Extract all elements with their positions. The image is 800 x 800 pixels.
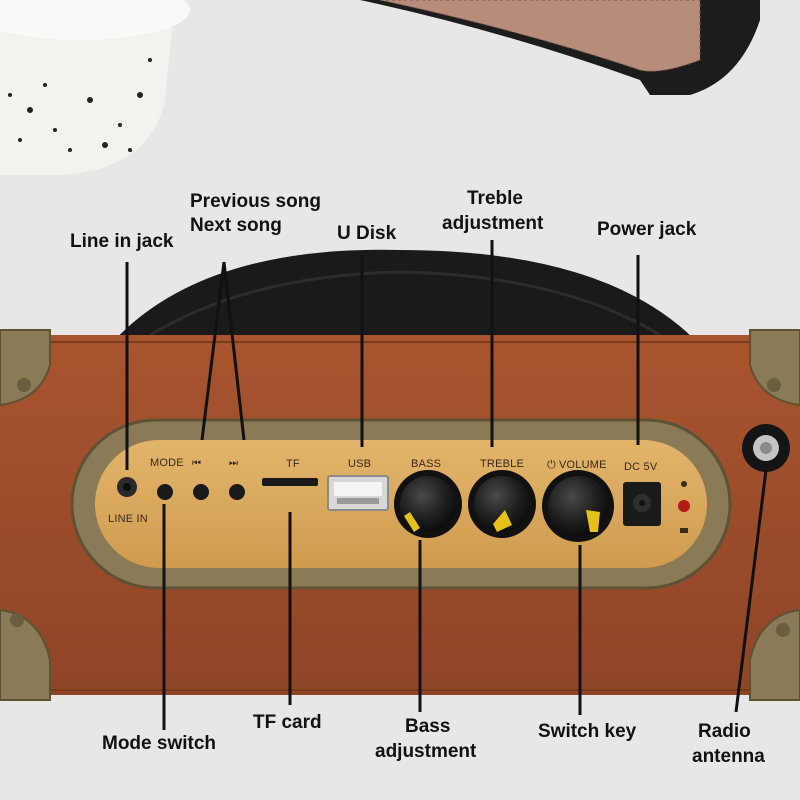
callout-u-disk: U Disk (337, 223, 397, 244)
callout-tf-card: TF card (253, 712, 322, 733)
callout-radio-line2: antenna (692, 746, 765, 767)
power-icon: ⏻ (547, 458, 556, 471)
dc-label: DC 5V (624, 461, 658, 473)
handle-strap (110, 249, 700, 345)
tf-card-slot (262, 478, 318, 486)
callout-switch-key: Switch key (538, 721, 637, 742)
volume-label: VOLUME (559, 459, 607, 471)
callout-mode-switch: Mode switch (102, 733, 217, 754)
bass-knob (394, 470, 462, 538)
previous-song-symbol: ⏮ (192, 458, 201, 469)
brass-corners (0, 329, 800, 701)
previous-button (193, 484, 209, 500)
pointer-lines (125, 240, 768, 730)
mug (0, 0, 190, 175)
mode-label: MODE (150, 457, 184, 469)
callout-radio-line1: Radio (698, 721, 751, 742)
callout-bass-line2: adjustment (375, 741, 477, 762)
usb-label: USB (348, 458, 372, 470)
callout-power-jack: Power jack (597, 219, 697, 240)
tf-label: TF (286, 458, 300, 470)
volume-knob (542, 470, 614, 542)
callout-treble-line1: Treble (467, 188, 523, 209)
bass-label: BASS (411, 458, 442, 470)
callout-previous-song: Previous song (190, 191, 321, 212)
other-speaker (360, 0, 760, 95)
mode-button (157, 484, 173, 500)
callout-treble-line2: adjustment (442, 213, 544, 234)
callout-next-song: Next song (190, 215, 282, 236)
treble-knob (468, 470, 536, 538)
treble-label: TREBLE (480, 458, 524, 470)
radio-antenna-knob (742, 424, 790, 472)
next-button (229, 484, 245, 500)
callout-line-in-jack: Line in jack (70, 231, 174, 252)
callout-bass-line1: Bass (405, 716, 451, 737)
next-song-symbol: ⏭ (229, 458, 238, 469)
power-led (678, 500, 690, 512)
line-in-label: LINE IN (108, 513, 148, 525)
